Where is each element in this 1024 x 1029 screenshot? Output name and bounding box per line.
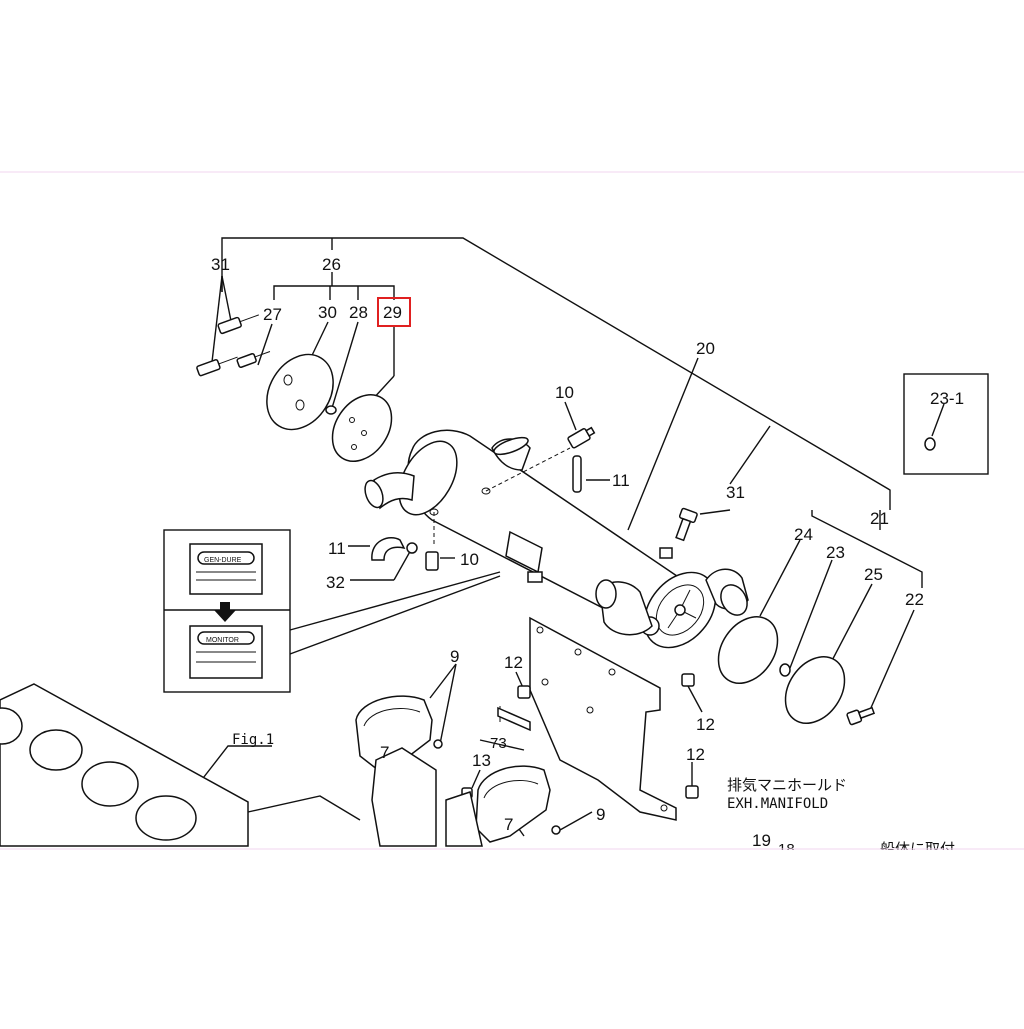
- label-28: 28: [349, 303, 368, 322]
- label-12-a: 12: [504, 653, 523, 672]
- fittings: [371, 426, 596, 571]
- label-32: 32: [326, 573, 345, 592]
- callout-labels: 31 26 27 30 28 29 20 10 11 31 23-1 21 24…: [204, 255, 964, 858]
- leader-lines: [199, 237, 923, 837]
- label-19: 19: [752, 831, 771, 850]
- cover-plate-assembly: [196, 314, 393, 462]
- fig1-label: Fig.1: [232, 732, 274, 748]
- label-25: 25: [864, 565, 883, 584]
- label-26: 26: [322, 255, 341, 274]
- label-31-right: 31: [726, 483, 745, 502]
- lower-margin: [0, 850, 1024, 1024]
- label-10-left: 10: [460, 550, 479, 569]
- manifold-label-en: EXH.MANIFOLD: [727, 796, 828, 812]
- inset-top-tag: GEN-DURE: [204, 557, 242, 564]
- label-21: 21: [870, 509, 889, 528]
- label-27: 27: [263, 305, 282, 324]
- label-7-b: 7: [504, 815, 513, 834]
- label-7-a: 7: [380, 743, 389, 762]
- bolt-31-right: [675, 507, 698, 542]
- label-30: 30: [318, 303, 337, 322]
- manifold-label-jp: 排気マニホールド: [727, 777, 847, 794]
- label-9-top: 9: [450, 647, 459, 666]
- label-24: 24: [794, 525, 813, 544]
- end-cover-parts: [717, 616, 876, 726]
- label-13: 13: [472, 751, 491, 770]
- upper-margin: [0, 0, 1024, 171]
- label-29: 29: [383, 303, 402, 322]
- highlight-box-part-29: [377, 297, 411, 327]
- label-23: 23: [826, 543, 845, 562]
- engine-block: [0, 683, 361, 847]
- label-73: 73: [490, 735, 507, 752]
- label-10-top: 10: [555, 383, 574, 402]
- inset-label-change: [163, 529, 291, 693]
- label-31-top: 31: [211, 255, 230, 274]
- label-9-bottom: 9: [596, 805, 605, 824]
- detail-box-23-1: [903, 373, 989, 475]
- clamp-assemblies: [355, 695, 561, 847]
- inset-bottom-tag: MONITOR: [206, 637, 239, 644]
- label-23-1: 23-1: [930, 389, 964, 408]
- label-11-left: 11: [328, 539, 346, 558]
- label-22: 22: [905, 590, 924, 609]
- label-12-b: 12: [696, 715, 715, 734]
- exhaust-pipe-body: [364, 429, 749, 649]
- o-ring-23-1: [924, 437, 936, 451]
- label-20: 20: [696, 339, 715, 358]
- label-11-top: 11: [612, 471, 630, 490]
- label-12-c: 12: [686, 745, 705, 764]
